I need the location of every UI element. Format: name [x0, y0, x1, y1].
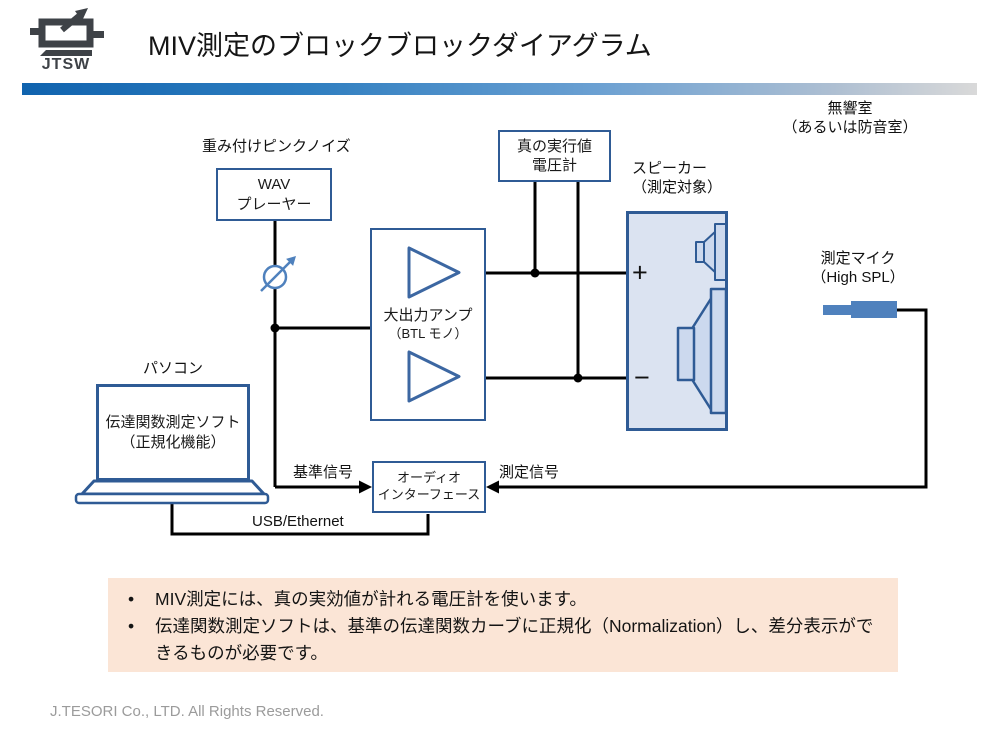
anechoic-room-label-line2: （あるいは防音室） [782, 118, 918, 136]
plus-terminal: + [632, 257, 648, 288]
anechoic-room-label: 無響室 （あるいは防音室） [762, 100, 938, 138]
wav-player-line2: プレーヤー [236, 195, 312, 213]
reference-signal-label: 基準信号 [293, 464, 354, 481]
wav-player-box: WAV プレーヤー [216, 168, 332, 221]
measurement-arrowhead-icon [486, 480, 499, 494]
laptop-base [74, 479, 270, 505]
anechoic-room-label-line1: 無響室 [827, 100, 873, 117]
speaker-label: スピーカー （測定対象） [632, 160, 722, 198]
mic-label-line1: 測定マイク [820, 250, 896, 267]
pc-software-line1: 伝達関数測定ソフト [105, 414, 241, 431]
speaker-label-line2: （測定対象） [632, 178, 723, 196]
notes-box: • MIV測定には、真の実効値が計れる電圧計を使います。 • 伝達関数測定ソフト… [108, 578, 898, 672]
audio-interface-line1: オーディオ [396, 470, 462, 486]
usb-ethernet-label: USB/Ethernet [252, 513, 344, 530]
audio-interface-line2: インターフェース [377, 487, 481, 502]
measurement-signal-label: 測定信号 [499, 464, 560, 481]
pc-label: パソコン [142, 360, 203, 377]
pc-software-line2: （正規化機能） [120, 433, 226, 451]
note-text: MIV測定には、真の実効値が計れる電圧計を使います。 [155, 589, 587, 609]
title-underline-bar [22, 83, 977, 95]
speaker-box [626, 211, 728, 431]
note-text: 伝達関数測定ソフトは、基準の伝達関数カーブに正規化（Normalization）… [155, 616, 874, 664]
reference-arrowhead-icon [359, 480, 372, 494]
voltmeter-box: 真の実行値 電圧計 [498, 130, 611, 182]
microphone-icon [823, 301, 897, 318]
attenuator-icon [260, 256, 296, 292]
voltmeter-line2: 電圧計 [531, 157, 577, 174]
pink-noise-label: 重み付けピンクノイズ [202, 138, 351, 155]
amplifier-box: 大出力アンプ （BTL モノ） [370, 228, 486, 421]
page-title: MIV測定のブロックブロックダイアグラム [148, 31, 652, 61]
voltmeter-line1: 真の実行値 [516, 137, 592, 155]
mic-label-line2: （High SPL） [811, 268, 905, 286]
bullet-icon: • [128, 616, 135, 637]
bullet-icon: • [128, 589, 135, 609]
wav-player-line1: WAV [257, 176, 291, 193]
junction-dot [573, 373, 583, 383]
amplifier-line1: 大出力アンプ [383, 307, 473, 325]
speaker-label-line1: スピーカー [632, 160, 708, 177]
copyright-footer: J.TESORI Co., LTD. All Rights Reserved. [50, 703, 324, 720]
junction-dot [530, 268, 540, 278]
amplifier-line2: （BTL モノ） [388, 325, 468, 341]
audio-interface-box: オーディオ インターフェース [372, 461, 486, 513]
minus-terminal: − [634, 362, 650, 393]
note-item: • 伝達関数測定ソフトは、基準の伝達関数カーブに正規化（Normalizatio… [128, 613, 884, 667]
note-item: • MIV測定には、真の実効値が計れる電圧計を使います。 [128, 586, 884, 613]
mic-label: 測定マイク （High SPL） [798, 250, 918, 288]
jtsw-logo-text: JTSW [41, 56, 91, 73]
junction-dot [270, 323, 280, 333]
laptop-screen-box: 伝達関数測定ソフト （正規化機能） [96, 384, 250, 481]
jtsw-logo-icon [30, 8, 104, 56]
